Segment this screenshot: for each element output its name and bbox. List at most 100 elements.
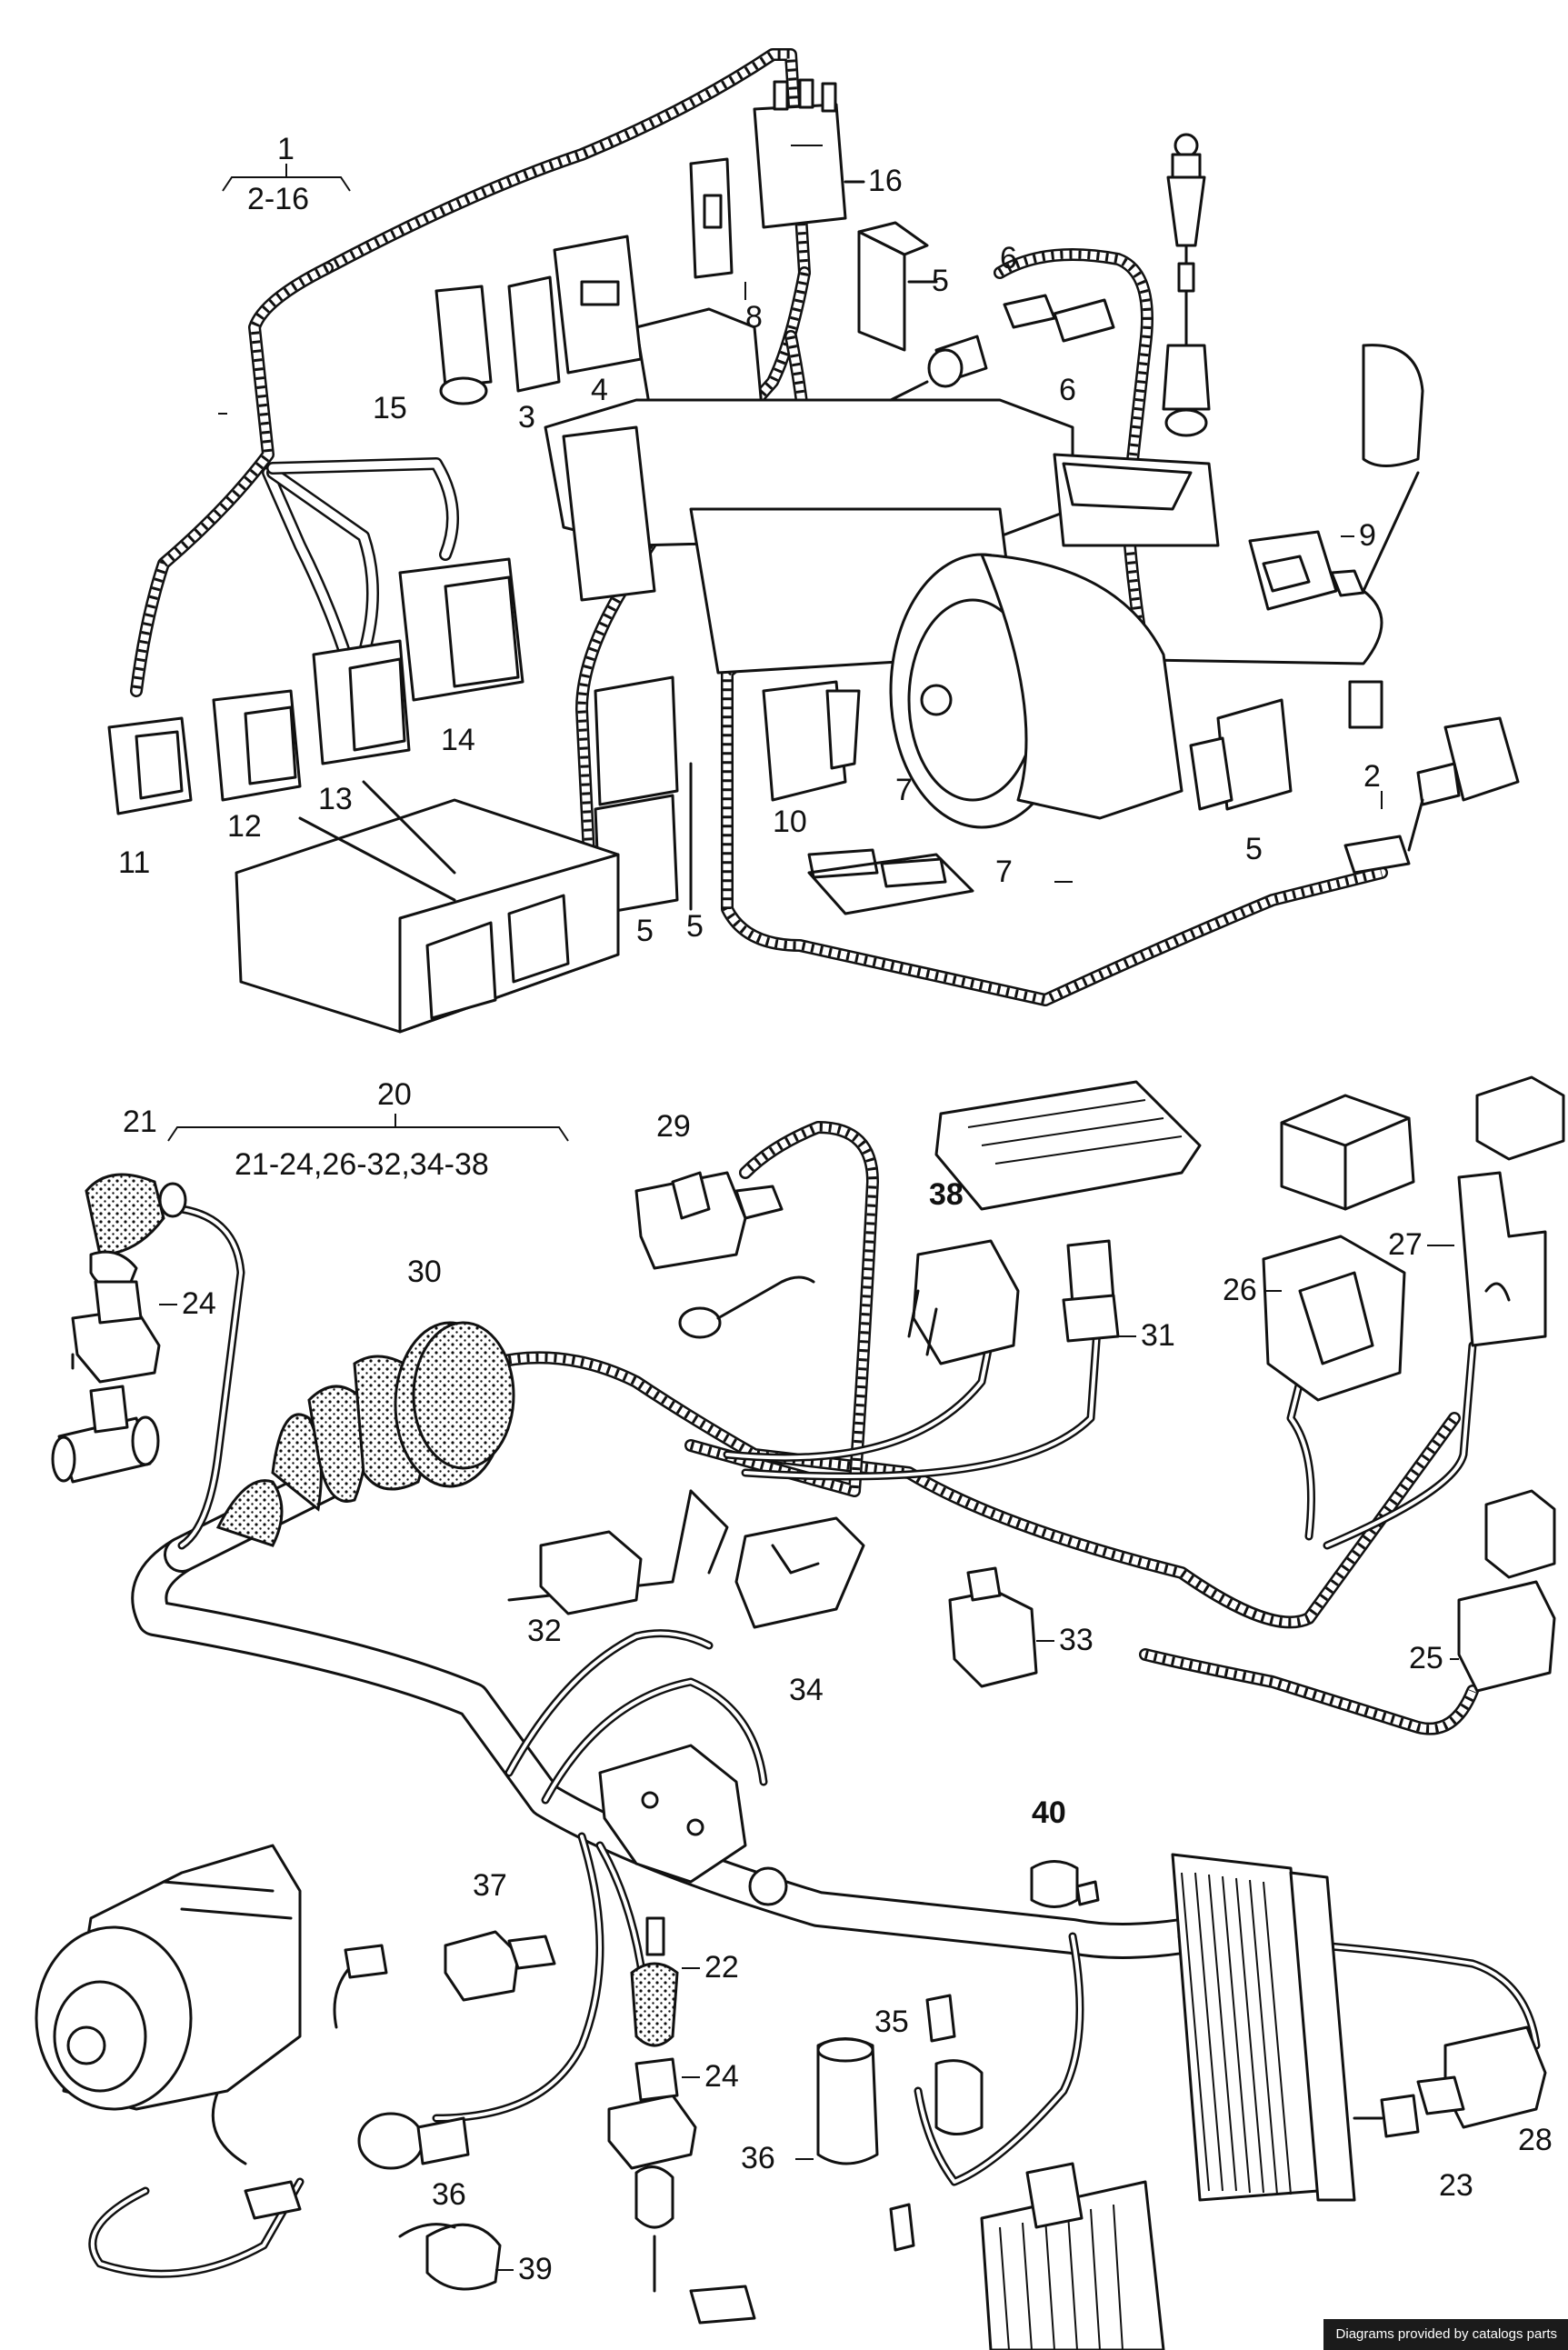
callout-32: 32 <box>527 1614 562 1648</box>
eyelet-terminal <box>678 1275 815 1339</box>
connector-16 <box>753 78 865 229</box>
pressure-switch <box>889 335 988 402</box>
connector-11 <box>107 716 193 815</box>
connector-5-right <box>1189 680 1383 811</box>
callout-36-left: 36 <box>432 2177 466 2212</box>
callout-36-right: 36 <box>741 2141 775 2175</box>
connector-29 <box>634 1171 784 1270</box>
callout-2: 2 <box>1363 759 1381 794</box>
sensor-lead <box>88 1944 388 2278</box>
switch-24-bottom <box>607 2057 697 2170</box>
callout-6-top: 6 <box>1000 241 1017 275</box>
callout-22: 22 <box>704 1950 739 1985</box>
relay-26-socket <box>1262 1235 1406 1402</box>
sensor-bottom <box>634 2165 756 2325</box>
callout-1-range: 2-16 <box>247 182 309 216</box>
callout-27: 27 <box>1388 1227 1423 1262</box>
callout-31: 31 <box>1141 1318 1175 1353</box>
connector-28-23 <box>1353 2025 1547 2138</box>
callout-5-mid-left: 5 <box>636 914 654 948</box>
harness-boot-30 <box>215 1321 515 1547</box>
callout-7-right: 7 <box>995 855 1013 889</box>
sensor-35 <box>925 1994 984 2135</box>
connector-6b <box>1053 298 1115 343</box>
callout-39: 39 <box>518 2252 553 2286</box>
callout-labels: 1 2-16 16 8 5 6 6 15 3 4 9 14 13 12 11 1… <box>118 132 1553 2286</box>
callout-21: 21 <box>123 1105 157 1139</box>
relay-38 <box>907 1239 1020 1365</box>
callout-16: 16 <box>868 164 903 198</box>
callout-5-right: 5 <box>1245 832 1263 866</box>
callout-28: 28 <box>1518 2123 1553 2157</box>
callout-4: 4 <box>591 373 608 407</box>
connector-3 <box>507 275 561 393</box>
callout-9: 9 <box>1359 518 1376 553</box>
relay-27-top <box>1475 1075 1565 1161</box>
compressor <box>35 1844 302 2111</box>
callout-13: 13 <box>318 782 353 816</box>
sensor-22 <box>630 1916 679 2047</box>
connector-15 <box>434 285 493 405</box>
connector-6a <box>1003 294 1056 329</box>
callout-23: 23 <box>1439 2168 1473 2203</box>
callout-7-top: 7 <box>895 773 913 807</box>
callout-11: 11 <box>118 845 150 880</box>
tee-fitting <box>51 1385 160 1484</box>
leader-lines <box>159 164 1459 2271</box>
control-unit <box>235 780 620 1034</box>
callout-40: 40 <box>1032 1795 1066 1830</box>
relay-25 <box>1457 1489 1556 1693</box>
callout-38: 38 <box>929 1177 964 1212</box>
connector-8 <box>689 157 734 279</box>
connector-13 <box>312 639 411 765</box>
connector-5-mid <box>594 675 693 915</box>
connector-12 <box>212 689 302 802</box>
callout-12: 12 <box>227 809 262 844</box>
callout-1: 1 <box>277 132 295 166</box>
credit-badge: Diagrams provided by catalogs parts <box>1323 2319 1568 2350</box>
callout-24-bottom: 24 <box>704 2059 739 2094</box>
callout-30: 30 <box>407 1255 442 1289</box>
switch-24-top <box>71 1280 161 1384</box>
connector-4 <box>553 235 643 375</box>
callout-29: 29 <box>656 1109 691 1144</box>
callout-33: 33 <box>1059 1623 1094 1657</box>
callout-34: 34 <box>789 1673 824 1707</box>
callout-8: 8 <box>745 300 763 335</box>
callout-5-top: 5 <box>932 264 949 298</box>
callout-24-top: 24 <box>182 1286 216 1321</box>
bracket-plate <box>598 1744 747 1884</box>
callout-20: 20 <box>377 1077 412 1112</box>
relay-27-bracket <box>1457 1171 1547 1347</box>
callout-26: 26 <box>1223 1273 1257 1307</box>
lower-harness <box>131 1121 1541 2186</box>
callout-25: 25 <box>1409 1641 1443 1675</box>
connector-31 <box>1062 1239 1120 1343</box>
connector-36-left <box>357 2112 470 2170</box>
switch-40 <box>1030 1860 1100 1908</box>
connector-10 <box>762 680 861 802</box>
clip-39 <box>398 2223 502 2291</box>
callout-20-range: 21-24,26-32,34-38 <box>235 1147 489 1182</box>
callout-37: 37 <box>473 1868 507 1903</box>
connector-7 <box>807 848 974 915</box>
relay-5-top <box>857 221 938 352</box>
sensor-21 <box>85 1173 187 1293</box>
heater-housing <box>544 307 1424 829</box>
connector-33 <box>948 1566 1038 1688</box>
connector-14 <box>398 557 524 702</box>
callout-5-mid-right: 5 <box>686 909 704 944</box>
relay-26-cube <box>1280 1094 1415 1211</box>
condenser <box>980 1853 1356 2350</box>
callout-14: 14 <box>441 723 475 757</box>
callout-35: 35 <box>874 2005 909 2039</box>
callout-3: 3 <box>518 400 535 435</box>
callout-10: 10 <box>773 805 807 839</box>
callout-6-bottom: 6 <box>1059 373 1076 407</box>
sensor-top <box>1162 133 1211 437</box>
sensor-36-right <box>816 2037 915 2252</box>
connector-37 <box>444 1930 556 2002</box>
connector-2 <box>1343 716 1520 875</box>
connector-32 <box>539 1530 643 1615</box>
